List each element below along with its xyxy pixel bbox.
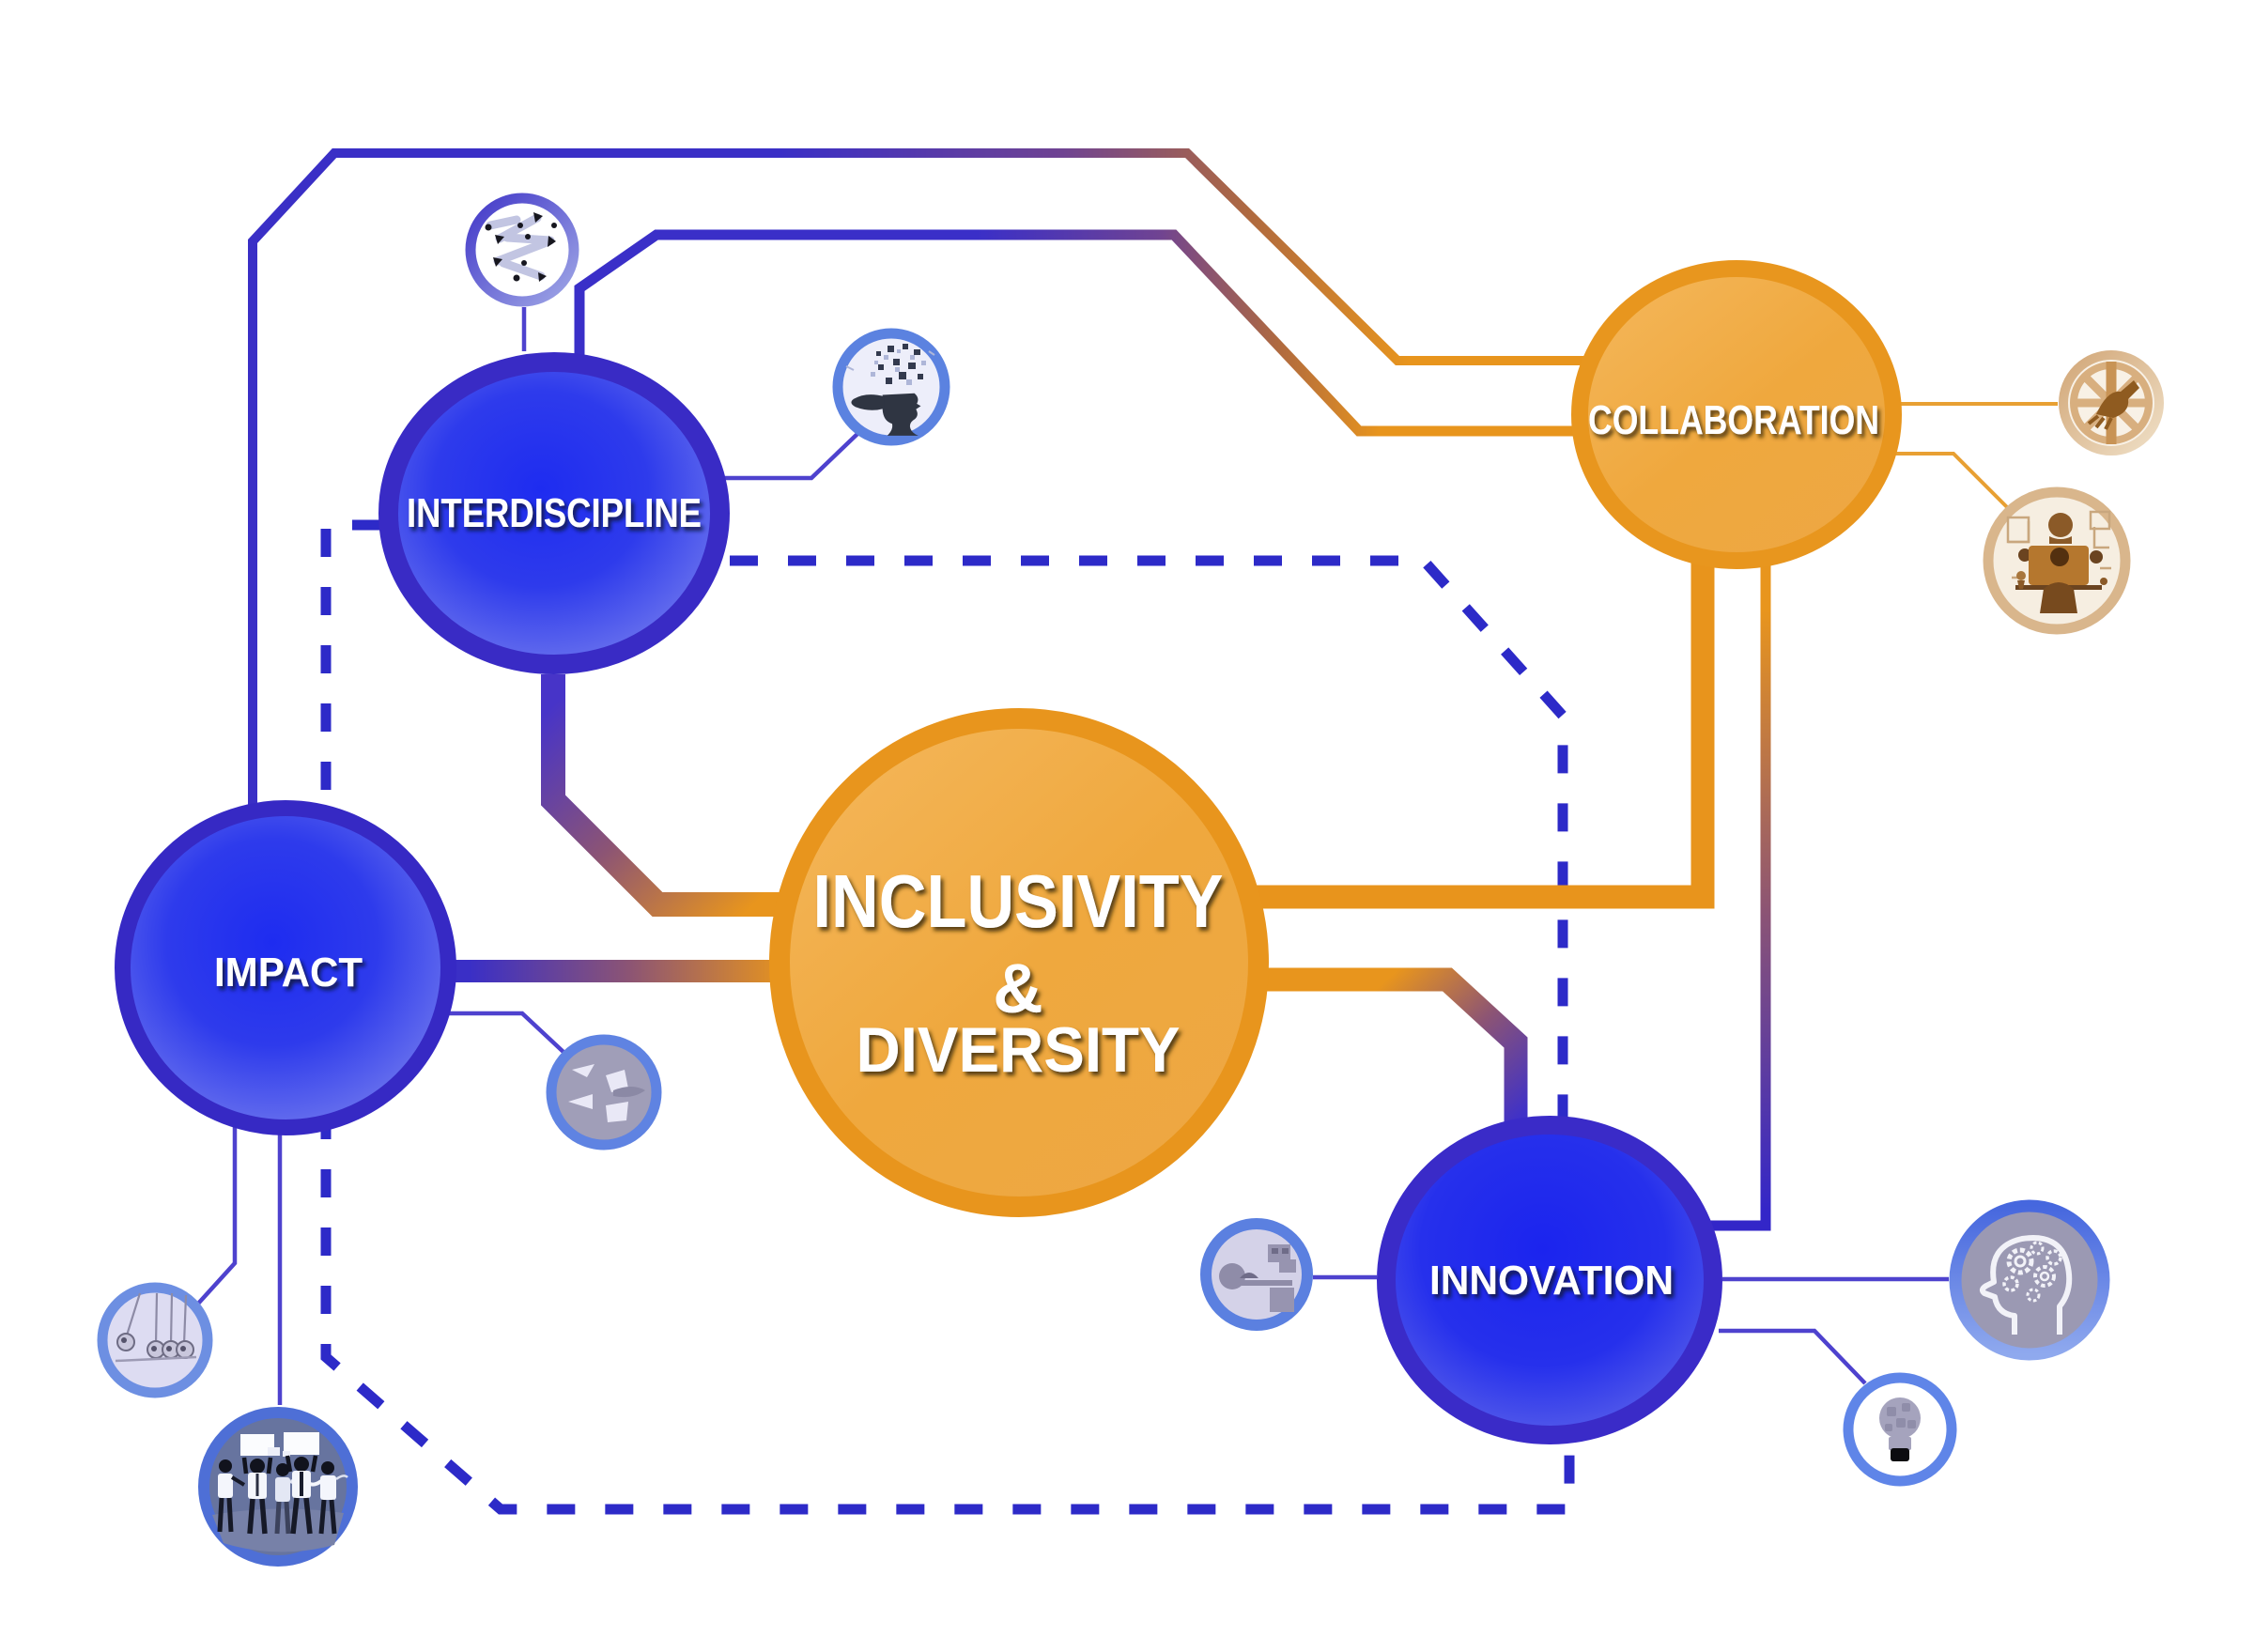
svg-text:IMPACT: IMPACT	[214, 950, 363, 996]
svg-text:INCLUSIVITY: INCLUSIVITY	[813, 859, 1224, 943]
svg-text:INTERDISCIPLINE: INTERDISCIPLINE	[407, 490, 702, 536]
svg-text:&: &	[993, 950, 1042, 1027]
svg-text:DIVERSITY: DIVERSITY	[857, 1014, 1181, 1086]
svg-text:INNOVATION: INNOVATION	[1429, 1258, 1674, 1304]
svg-text:COLLABORATION: COLLABORATION	[1588, 397, 1879, 443]
